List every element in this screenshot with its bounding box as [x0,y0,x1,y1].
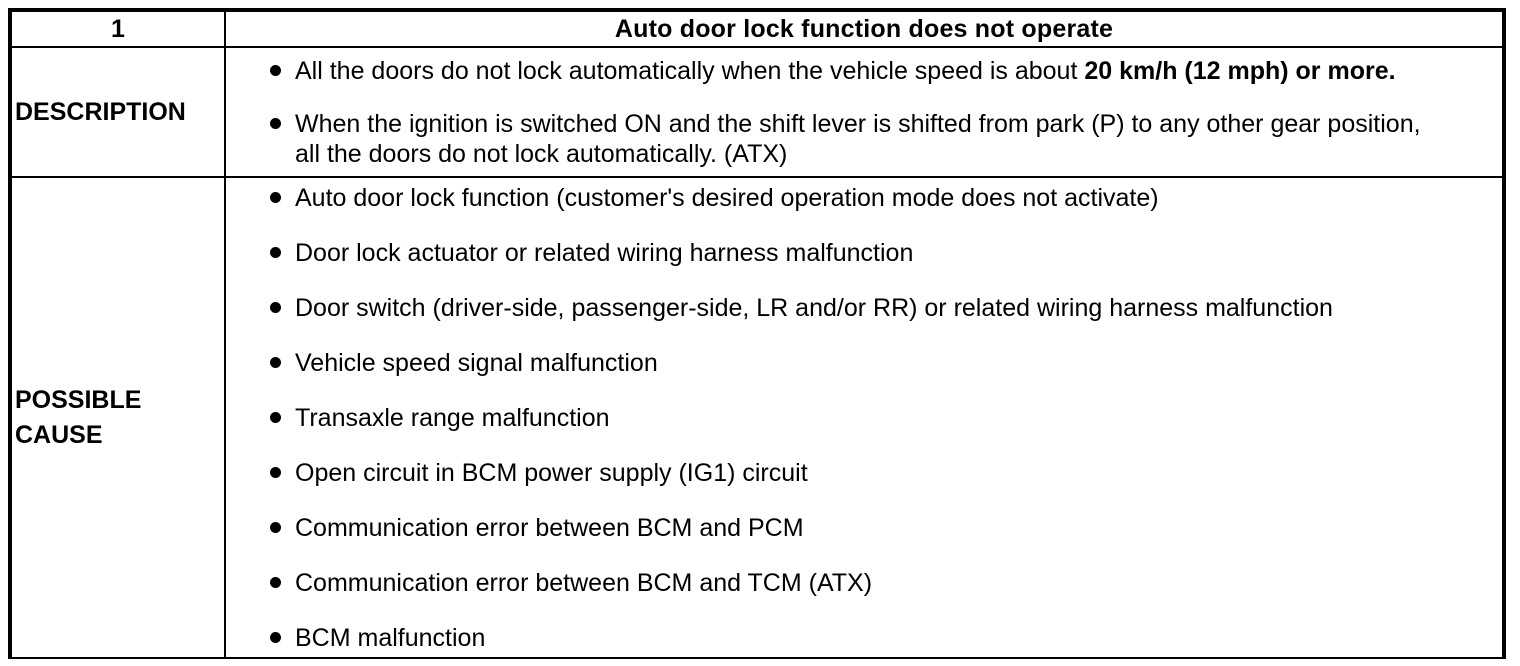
bullet-icon [270,577,281,588]
bullet-icon [270,412,281,423]
bullet-icon [270,247,281,258]
list-item: Door switch (driver-side, passenger-side… [270,293,1444,323]
bullet-icon [270,65,281,76]
description-item-text-regular: When the ignition is switched ON and the… [295,110,1421,168]
bullet-icon [270,192,281,203]
list-item: Transaxle range malfunction [270,403,1444,433]
row-number: 1 [111,14,125,43]
cause-item-text: Door lock actuator or related wiring har… [295,239,914,267]
list-item: When the ignition is switched ON and the… [270,109,1444,169]
description-label: DESCRIPTION [15,97,186,126]
list-item: Door lock actuator or related wiring har… [270,238,1444,268]
cause-item-text: BCM malfunction [295,624,486,652]
cause-item-text: Auto door lock function (customer's desi… [295,184,1159,212]
list-item: All the doors do not lock automatically … [270,56,1444,86]
description-content-cell: All the doors do not lock automatically … [226,48,1502,178]
cause-item-text: Communication error between BCM and PCM [295,514,804,542]
list-item: Open circuit in BCM power supply (IG1) c… [270,458,1444,488]
cause-item-text: Communication error between BCM and TCM … [295,569,873,597]
bullet-icon [270,467,281,478]
description-label-cell: DESCRIPTION [12,48,226,178]
list-item: Vehicle speed signal malfunction [270,348,1444,378]
list-item: Auto door lock function (customer's desi… [270,183,1444,213]
symptom-title-cell: Auto door lock function does not operate [226,12,1502,48]
cause-item-text: Door switch (driver-side, passenger-side… [295,294,1333,322]
cause-item-text: Vehicle speed signal malfunction [295,349,658,377]
possible-cause-label: POSSIBLE CAUSE [15,385,142,449]
row-number-cell: 1 [12,12,226,48]
bullet-icon [270,118,281,129]
description-item-text-regular: All the doors do not lock automatically … [295,57,1085,85]
bullet-icon [270,632,281,643]
list-item: BCM malfunction [270,623,1444,653]
troubleshooting-table: 1 Auto door lock function does not opera… [8,8,1506,659]
cause-item-text: Open circuit in BCM power supply (IG1) c… [295,459,808,487]
description-item-text-bold: 20 km/h (12 mph) or more. [1084,57,1396,85]
symptom-title: Auto door lock function does not operate [614,14,1114,43]
bullet-icon [270,522,281,533]
possible-cause-content-cell: Auto door lock function (customer's desi… [226,178,1502,657]
cause-item-text: Transaxle range malfunction [295,404,610,432]
possible-cause-label-cell: POSSIBLE CAUSE [12,178,226,657]
list-item: Communication error between BCM and PCM [270,513,1444,543]
bullet-icon [270,302,281,313]
bullet-icon [270,357,281,368]
list-item: Communication error between BCM and TCM … [270,568,1444,598]
description-item-text: All the doors do not lock automatically … [295,56,1396,86]
description-item-text: When the ignition is switched ON and the… [295,109,1444,169]
